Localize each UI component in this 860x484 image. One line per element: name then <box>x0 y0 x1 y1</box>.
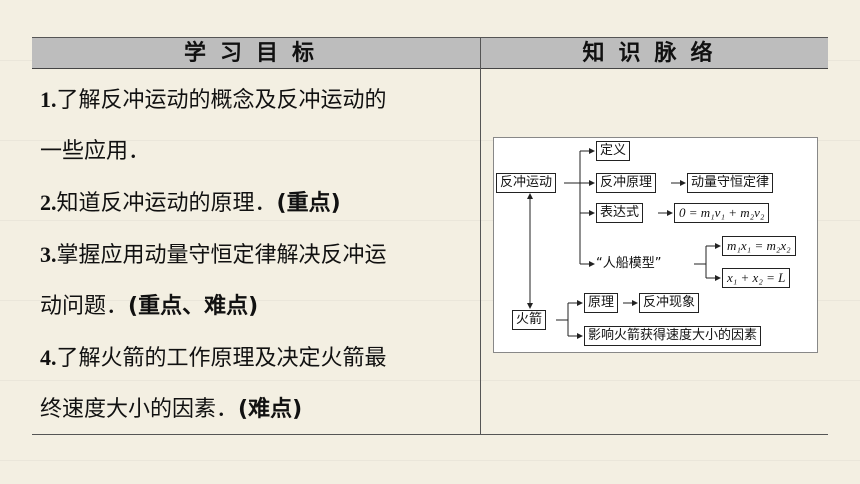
node-definition: 定义 <box>596 141 631 161</box>
header-knowledge-map: 知识脉络 <box>582 40 727 66</box>
goal-tag: (重点、难点) <box>128 294 259 319</box>
goal-item-3: 3.掌握应用动量守恒定律解决反冲运 动问题．(重点、难点) <box>40 229 476 332</box>
goals-list: 1.了解反冲运动的概念及反冲运动的 一些应用． 2.知道反冲运动的原理．(重点)… <box>40 74 476 435</box>
goal-number: 2. <box>40 190 57 215</box>
node-expression: 表达式 <box>596 203 644 223</box>
goal-tag: (重点) <box>276 191 341 216</box>
goal-text: 了解反冲运动的概念及反冲运动的 <box>56 88 387 113</box>
header-learning-goals: 学习目标 <box>183 40 328 66</box>
objectives-table: 学习目标 知识脉络 1.了解反冲运动的概念及反冲运动的 一些应用． 2.知道反冲… <box>32 37 828 435</box>
column-divider <box>480 38 481 434</box>
goal-number: 3. <box>40 242 57 267</box>
goal-item-1: 1.了解反冲运动的概念及反冲运动的 一些应用． <box>40 74 476 177</box>
node-expression-equation: 0 = m₁v₁ + m₂v₂ <box>674 203 770 223</box>
node-recoil-motion: 反冲运动 <box>496 173 557 193</box>
goal-number: 4. <box>40 345 57 370</box>
goal-number: 1. <box>40 87 57 112</box>
node-boat-equation-2: x₁ + x₂ = L <box>722 268 791 288</box>
goal-text-cont: 一些应用． <box>40 139 151 164</box>
goal-text-cont: 终速度大小的因素． <box>40 397 239 422</box>
node-boat-model: “人船模型” <box>596 256 662 271</box>
goal-text: 知道反冲运动的原理． <box>56 191 277 216</box>
node-recoil-principle: 反冲原理 <box>596 173 657 193</box>
goal-item-2: 2.知道反冲运动的原理．(重点) <box>40 177 476 229</box>
goal-tag: (难点) <box>238 397 303 422</box>
node-momentum-law: 动量守恒定律 <box>687 173 774 193</box>
node-rocket: 火箭 <box>512 310 547 330</box>
knowledge-map-diagram: 反冲运动 定义 反冲原理 动量守恒定律 表达式 0 = m₁v₁ + m₂v₂ … <box>493 137 818 353</box>
node-recoil-phenomenon: 反冲现象 <box>639 293 700 313</box>
diagram-connectors <box>527 148 721 339</box>
goal-text-cont: 动问题． <box>40 294 129 319</box>
node-rocket-principle: 原理 <box>584 293 619 313</box>
node-boat-equation-1: m₁x₁ = m₂x₂ <box>722 236 796 256</box>
table-header: 学习目标 知识脉络 <box>32 38 828 69</box>
goal-text: 掌握应用动量守恒定律解决反冲运 <box>56 243 387 268</box>
node-rocket-factors: 影响火箭获得速度大小的因素 <box>584 326 762 346</box>
goal-item-4: 4.了解火箭的工作原理及决定火箭最 终速度大小的因素．(难点) <box>40 332 476 435</box>
goal-text: 了解火箭的工作原理及决定火箭最 <box>56 346 387 371</box>
